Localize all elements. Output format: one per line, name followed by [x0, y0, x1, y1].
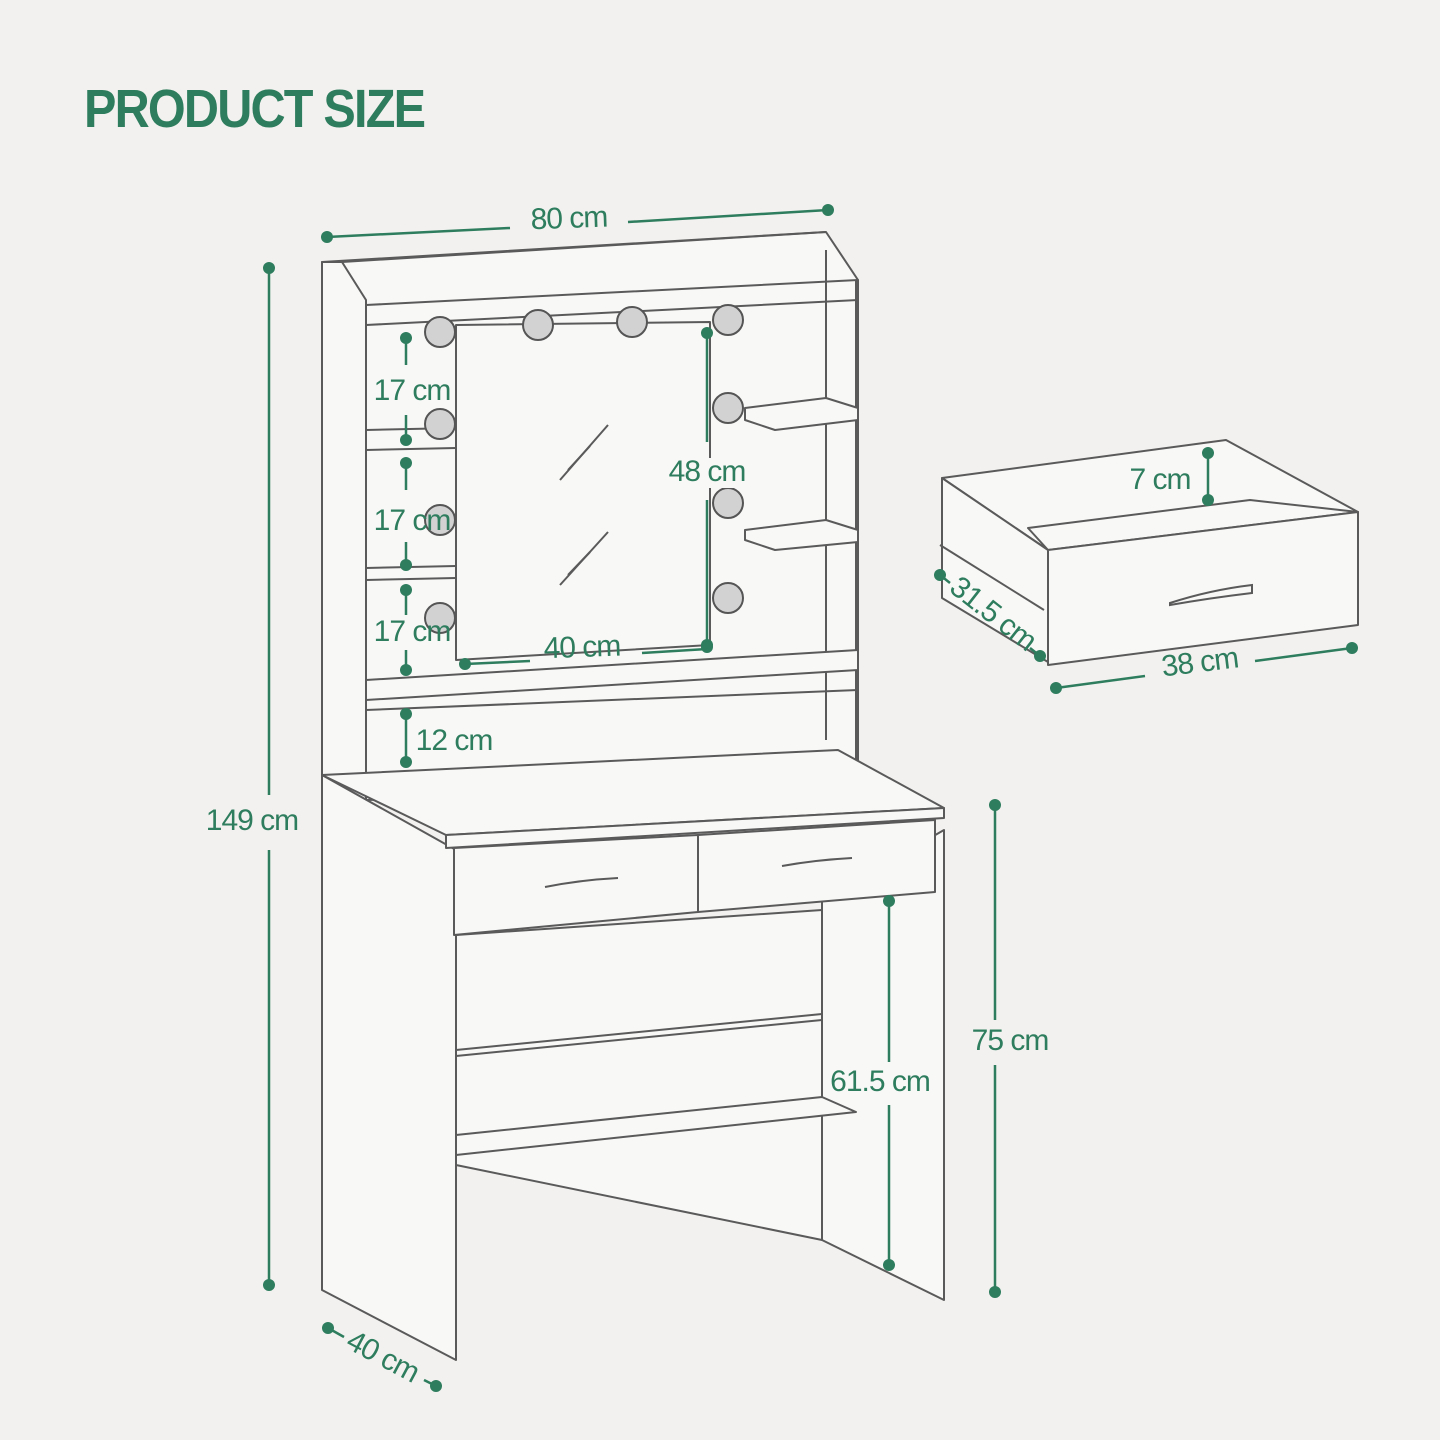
svg-text:80 cm: 80 cm — [530, 201, 608, 237]
dimension-height: 149 cm — [206, 262, 299, 1291]
svg-text:17 cm: 17 cm — [374, 504, 451, 537]
svg-text:61.5 cm: 61.5 cm — [830, 1065, 930, 1098]
hutch — [321, 231, 859, 801]
dimension-mirror: 48 cm 40 cm — [459, 327, 751, 670]
page-title: PRODUCT SIZE — [84, 79, 426, 139]
svg-text:40 cm: 40 cm — [543, 630, 621, 666]
drawer-detail — [939, 439, 1359, 666]
svg-text:75 cm: 75 cm — [972, 1024, 1049, 1057]
mirror — [455, 321, 711, 661]
dimension-width: 80 cm — [321, 201, 834, 243]
drawer-handle — [544, 877, 619, 888]
svg-text:17 cm: 17 cm — [374, 374, 451, 407]
svg-text:17 cm: 17 cm — [374, 615, 451, 648]
svg-text:48 cm: 48 cm — [669, 455, 746, 488]
drawer-handle — [781, 857, 853, 867]
svg-text:149 cm: 149 cm — [206, 804, 298, 837]
light-bulbs — [424, 304, 744, 634]
svg-text:12 cm: 12 cm — [416, 724, 493, 757]
desk — [321, 749, 945, 1361]
dimension-drawer: 7 cm 31.5 cm 38 cm — [934, 447, 1358, 694]
svg-text:7 cm: 7 cm — [1129, 463, 1190, 496]
dimension-shelves: 17 cm 17 cm 17 cm 12 cm — [374, 332, 493, 768]
drawer-handle — [1169, 583, 1253, 607]
